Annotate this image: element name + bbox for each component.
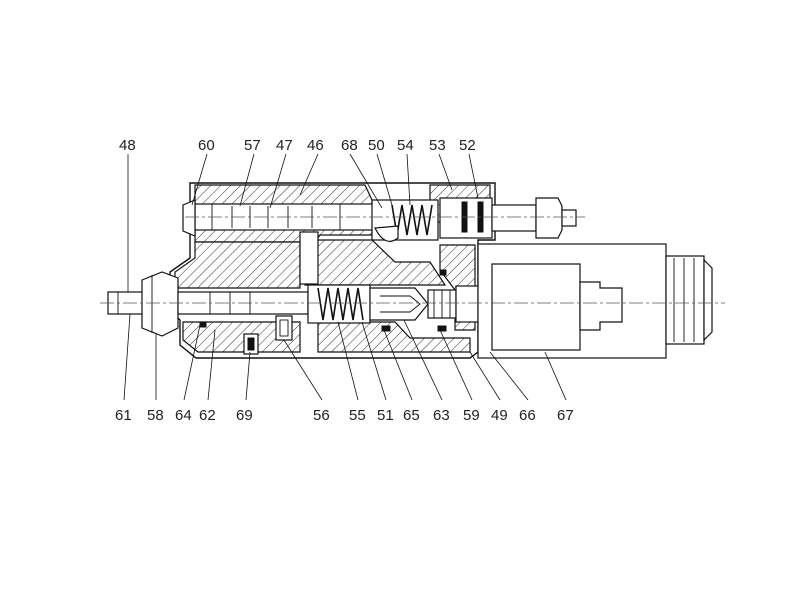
leader-lines-top (127, 153, 479, 292)
callout-62: 62 (199, 407, 216, 424)
centerlines (100, 216, 725, 304)
callout-54: 54 (397, 137, 414, 154)
callout-68: 68 (341, 137, 358, 154)
callout-59: 59 (463, 407, 480, 424)
callout-58: 58 (147, 407, 164, 424)
callout-56: 56 (313, 407, 330, 424)
callout-53: 53 (429, 137, 446, 154)
callout-51: 51 (377, 407, 394, 424)
callout-57: 57 (244, 137, 261, 154)
callout-64: 64 (175, 407, 192, 424)
callout-60: 60 (198, 137, 215, 154)
leader-lines-bottom (123, 313, 567, 401)
callout-55: 55 (349, 407, 366, 424)
callout-48: 48 (119, 137, 136, 154)
callout-52: 52 (459, 137, 476, 154)
callout-46: 46 (307, 137, 324, 154)
callout-63: 63 (433, 407, 450, 424)
callout-67: 67 (557, 407, 574, 424)
callout-47: 47 (276, 137, 293, 154)
callout-61: 61 (115, 407, 132, 424)
callouts-top: 48 60 57 47 46 68 50 54 53 52 (119, 137, 476, 154)
callout-65: 65 (403, 407, 420, 424)
solenoid-assembly (477, 243, 713, 359)
lower-spool-assembly (107, 231, 479, 355)
callout-49: 49 (491, 407, 508, 424)
callouts-bottom: 61 58 64 62 69 56 55 51 65 63 59 49 66 6… (115, 407, 574, 424)
callout-66: 66 (519, 407, 536, 424)
callout-50: 50 (368, 137, 385, 154)
callout-69: 69 (236, 407, 253, 424)
